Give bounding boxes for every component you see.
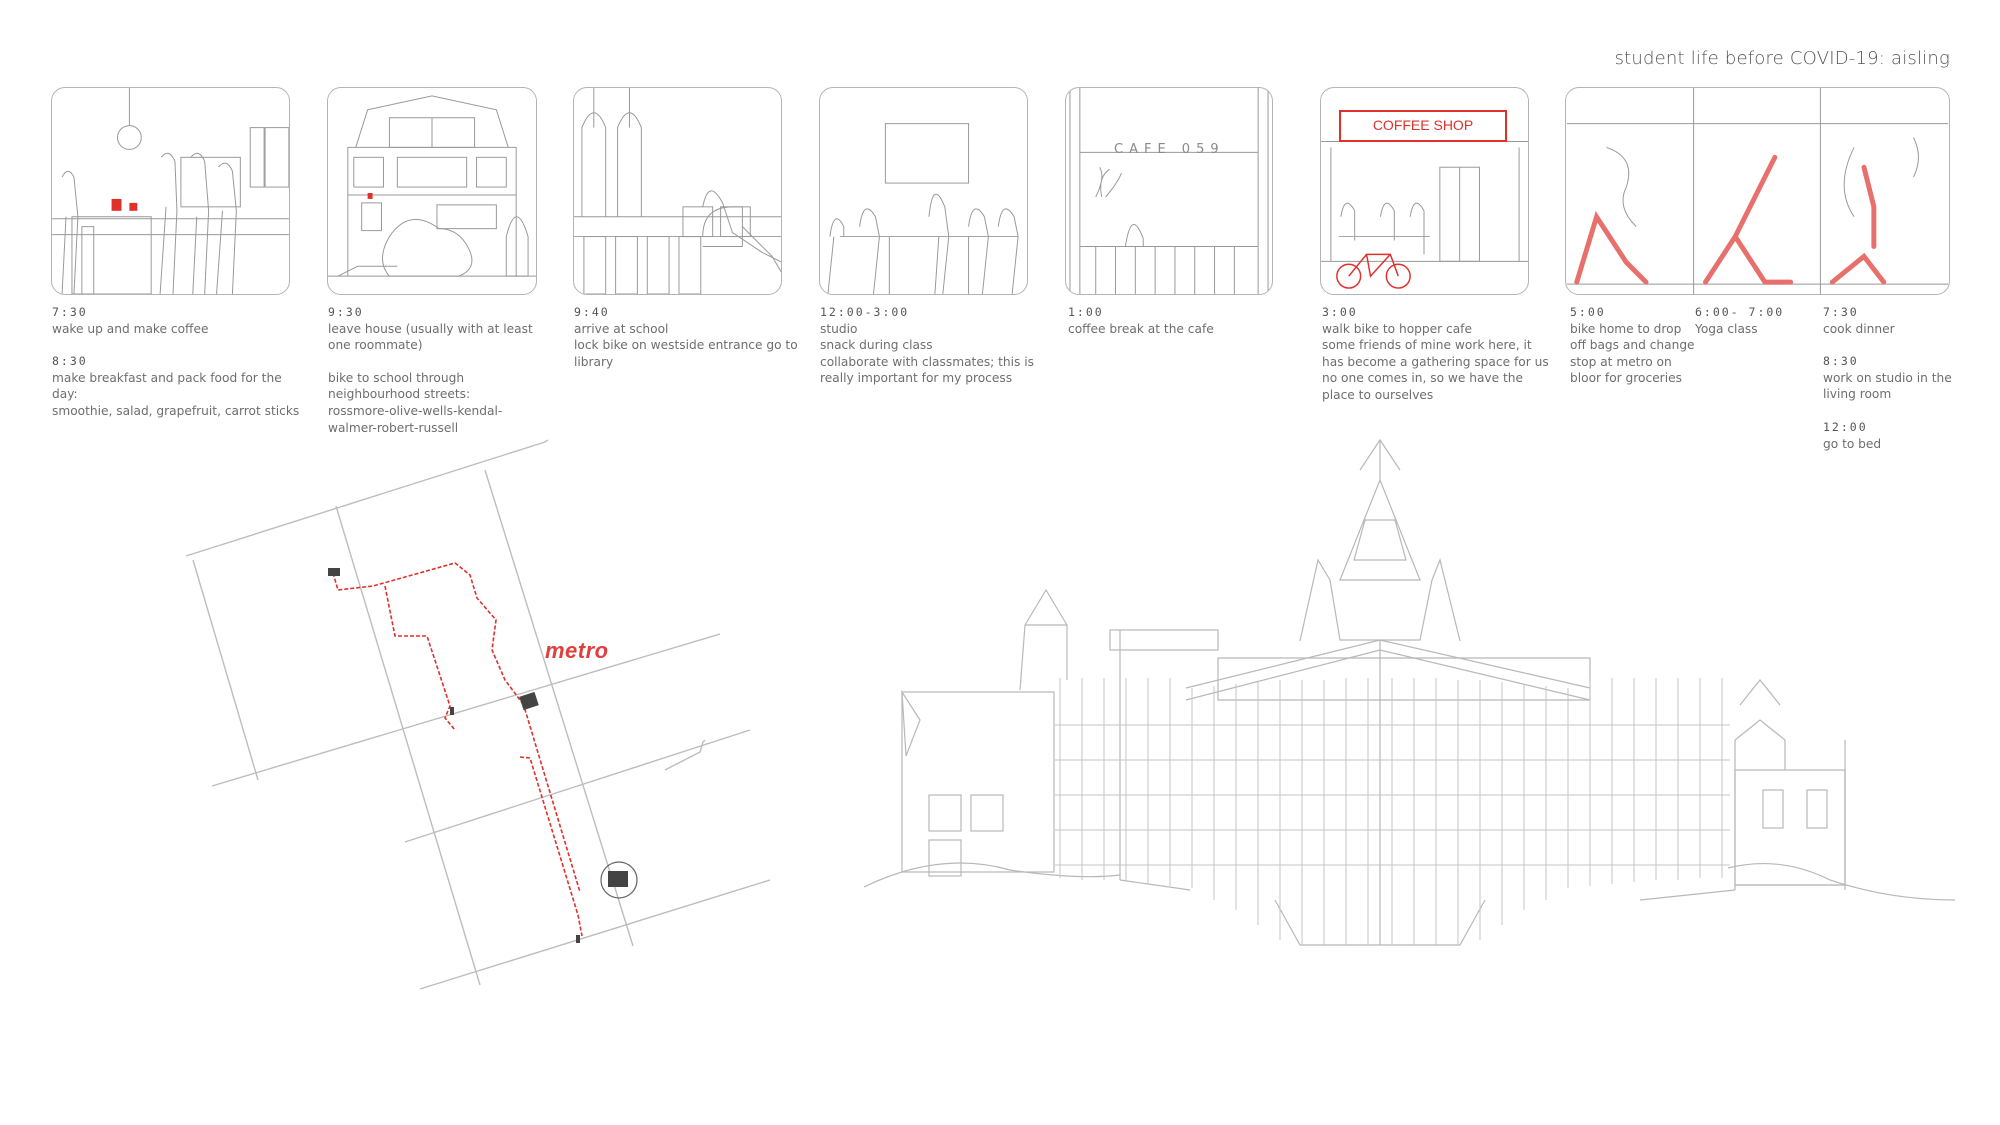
caption-time: 7:30 [52,305,88,319]
caption-text: off bags and change [1570,338,1695,353]
caption-time: 7:30 [1823,305,1859,319]
caption-text: living room [1823,387,1892,402]
caption-text: lock bike on westside entrance go to [574,338,798,353]
street-map [185,439,771,990]
caption-text: smoothie, salad, grapefruit, carrot stic… [52,403,300,418]
caption-studio: 12:00-3:00 studio snack during class col… [820,304,1034,387]
caption-kitchen: 7:30 wake up and make coffee 8:30 make b… [52,304,299,420]
page-title: student life before COVID-19: aisling [1614,48,1950,69]
caption-time: 6:00- 7:00 [1695,305,1785,319]
caption-bike-home: 5:00 bike home to drop off bags and chan… [1570,304,1695,387]
caption-text: wake up and make coffee [52,321,209,336]
caption-time: 9:30 [328,305,364,319]
caption-text: bloor for groceries [1570,371,1682,386]
caption-text: neighbourhood streets: [328,387,471,402]
caption-text: collaborate with classmates; this is [820,354,1035,369]
caption-text: stop at metro on [1570,354,1672,369]
panel-yoga [1565,87,1950,295]
building-elevation [863,438,1956,946]
caption-text: snack during class [820,338,933,353]
lock-marker [450,707,454,715]
caption-text: place to ourselves [1322,387,1434,402]
caption-text: make breakfast and pack food for the [52,370,282,385]
caption-time: 8:30 [52,354,88,369]
caption-time: 8:30 [1823,354,1859,369]
curtain-wall-mullions [1055,678,1730,945]
panel-cafe: CAFE 059 [1065,87,1273,295]
caption-text: rossmore-olive-wells-kendal- [328,403,503,418]
caption-evening: 7:30 cook dinner 8:30 work on studio in … [1823,304,1952,452]
caption-text: Yoga class [1695,321,1758,336]
school-location-circle [600,861,638,899]
caption-text: work on studio in the [1823,370,1952,385]
caption-coffee-shop: 3:00 walk bike to hopper cafe some frien… [1322,304,1549,404]
school-building-marker [608,871,628,887]
panel-house [327,87,537,295]
caption-text: library [574,354,614,369]
caption-text: some friends of mine work here, it [1322,338,1532,353]
caption-text: bike to school through [328,370,465,385]
cafe-illustration [1069,88,1269,294]
metro-store-marker [519,691,539,711]
panel-kitchen [51,87,290,295]
caption-text: leave house (usually with at least [328,321,533,336]
coffee-shop-sign: COFFEE SHOP [1339,110,1507,142]
caption-time: 12:00 [1823,419,1868,434]
caption-text: walmer-robert-russell [328,420,459,435]
caption-text: bike home to drop [1570,321,1682,336]
caption-school: 9:40 arrive at school lock bike on wests… [574,304,798,370]
yoga-illustration [1566,88,1949,294]
caption-time: 5:00 [1570,305,1606,319]
home-marker [328,568,340,576]
bike-route [332,562,583,937]
caption-text: walk bike to hopper cafe [1322,321,1472,336]
caption-text: no one comes in, so we have the [1322,371,1524,386]
panel-studio [819,87,1028,295]
map-markers [328,568,638,943]
metro-store-label: metro [545,638,609,663]
caption-text: coffee break at the cafe [1068,321,1214,336]
caption-text: cook dinner [1823,321,1895,336]
caption-time: 3:00 [1322,305,1358,319]
caption-cafe: 1:00 coffee break at the cafe [1068,304,1214,337]
caption-text: studio [820,321,858,336]
school-illustration [574,88,781,294]
caption-yoga: 6:00- 7:00 Yoga class [1695,304,1784,337]
caption-text: day: [52,387,78,402]
caption-text: go to bed [1823,436,1882,451]
house-illustration [328,95,536,277]
caption-time: 1:00 [1068,305,1104,319]
kitchen-illustration [52,88,289,294]
panel-school [573,87,782,295]
cafe-sign: CAFE 059 [1114,142,1225,157]
panel-coffee-shop: COFFEE SHOP [1320,87,1529,295]
studio-illustration [827,123,1019,294]
caption-text: has become a gathering space for us [1322,354,1549,369]
caption-text: really important for my process [820,371,1013,386]
school-marker [576,935,580,943]
caption-time: 12:00-3:00 [820,305,910,319]
caption-text: arrive at school [574,321,669,336]
caption-text: one roommate) [328,338,423,353]
caption-house: 9:30 leave house (usually with at least … [328,304,533,436]
caption-time: 9:40 [574,305,610,319]
